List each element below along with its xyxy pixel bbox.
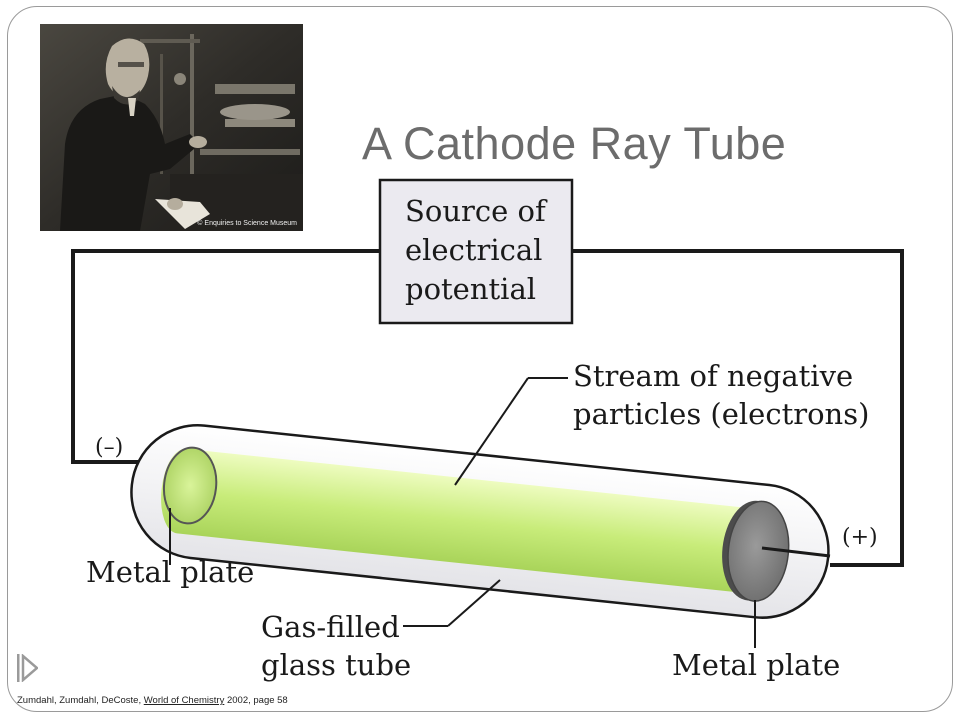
positive-terminal-label: (+) bbox=[842, 525, 878, 550]
negative-terminal-label: (–) bbox=[95, 435, 123, 460]
left-plate-label: Metal plate bbox=[86, 555, 254, 589]
citation-book-link[interactable]: World of Chemistry bbox=[144, 695, 225, 706]
first-slide-nav-button[interactable] bbox=[16, 654, 38, 682]
citation: Zumdahl, Zumdahl, DeCoste, World of Chem… bbox=[17, 695, 288, 706]
source-line-3: potential bbox=[405, 272, 536, 306]
nav-bar-icon bbox=[17, 654, 20, 682]
source-line-1: Source of bbox=[405, 194, 548, 228]
right-plate-label: Metal plate bbox=[672, 648, 840, 682]
source-line-2: electrical bbox=[405, 233, 542, 267]
citation-rest: 2002, page 58 bbox=[224, 695, 287, 706]
stream-label-line-2: particles (electrons) bbox=[573, 397, 869, 431]
stream-label-line-1: Stream of negative bbox=[573, 359, 853, 393]
nav-triangle-icon bbox=[23, 656, 37, 680]
tube-label-line-1: Gas-filled bbox=[261, 610, 400, 644]
tube-label-line-2: glass tube bbox=[261, 648, 411, 682]
citation-authors: Zumdahl, Zumdahl, DeCoste, bbox=[17, 695, 144, 706]
